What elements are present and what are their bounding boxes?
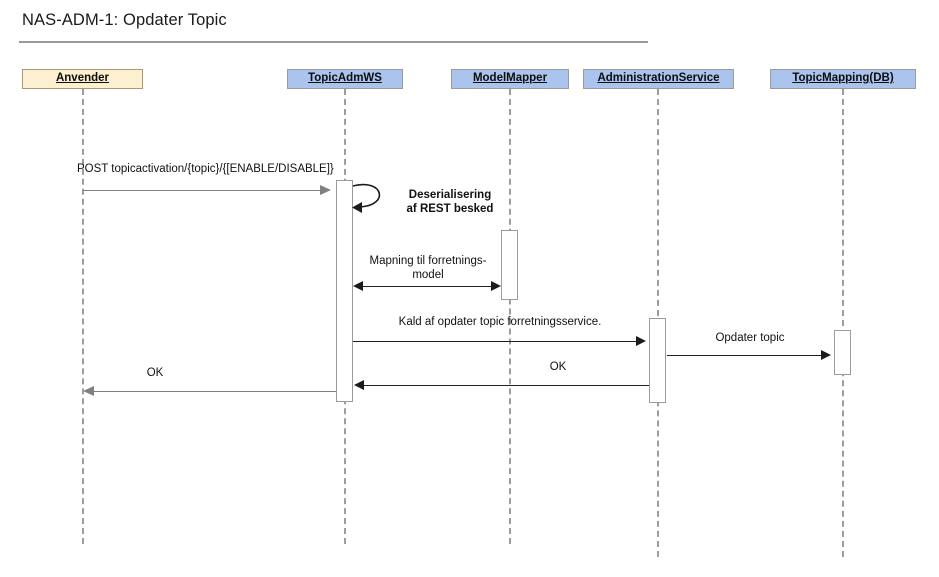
participant-topicadmws-label: TopicAdmWS [308,72,382,84]
message-label-m4: Kald af opdater topic forretningsservice… [398,316,602,328]
activation-bar-modelmapper [501,230,518,300]
message-line-m5 [667,355,821,356]
participant-modelmapper-label: ModelMapper [472,72,548,84]
message-line-m4 [353,341,636,342]
message-label-m5: Opdater topic [715,332,785,344]
message-line-m6 [364,385,649,386]
message-line-m7 [94,391,336,392]
participant-anvender[interactable]: Anvender [22,69,143,89]
message-self-loop-m2 [352,183,381,213]
participant-topicmapping-label: TopicMapping(DB) [792,72,894,84]
message-label-m3-line2: model [412,269,444,281]
participant-topicadmws[interactable]: TopicAdmWS [287,69,403,89]
participant-topicmapping[interactable]: TopicMapping(DB) [770,69,916,89]
activation-bar-administrationservice [649,318,666,403]
participant-administrationservice[interactable]: AdministrationService [583,69,734,89]
lifeline-modelmapper [509,89,511,544]
message-arrowhead-m1 [320,184,331,195]
message-arrowhead-m3-left [353,281,363,291]
participant-administrationservice-label: AdministrationService [597,72,720,84]
participant-modelmapper[interactable]: ModelMapper [451,69,569,89]
message-arrowhead-m4 [636,336,646,346]
lifeline-anvender [82,89,84,544]
message-arrowhead-m6 [354,380,364,390]
page-title: NAS-ADM-1: Opdater Topic [22,11,227,29]
lifeline-topicmapping [842,89,844,557]
message-arrowhead-m7 [83,385,94,396]
participant-anvender-label: Anvender [55,72,110,84]
message-label-m6: OK [549,361,567,373]
activation-bar-topicmapping [834,330,851,375]
message-line-m3 [360,286,496,287]
message-label-m3-line1: Mapning til forretnings- [369,255,487,267]
message-line-m1 [83,190,320,191]
message-label-m2-line2: af REST besked [406,203,494,215]
message-label-m1: POST topicactivation/{topic}/{[ENABLE/DI… [77,163,334,175]
title-divider [19,41,648,43]
message-label-m7: OK [146,367,164,379]
message-label-m2-line1: Deserialisering [408,189,492,201]
message-arrowhead-m3-right [491,281,501,291]
message-arrowhead-m5 [821,350,831,360]
message-label-m3: Mapning til forretnings- model [355,254,501,282]
activation-bar-topicadmws [336,180,353,402]
message-label-m2: Deserialisering af REST besked [390,188,510,216]
